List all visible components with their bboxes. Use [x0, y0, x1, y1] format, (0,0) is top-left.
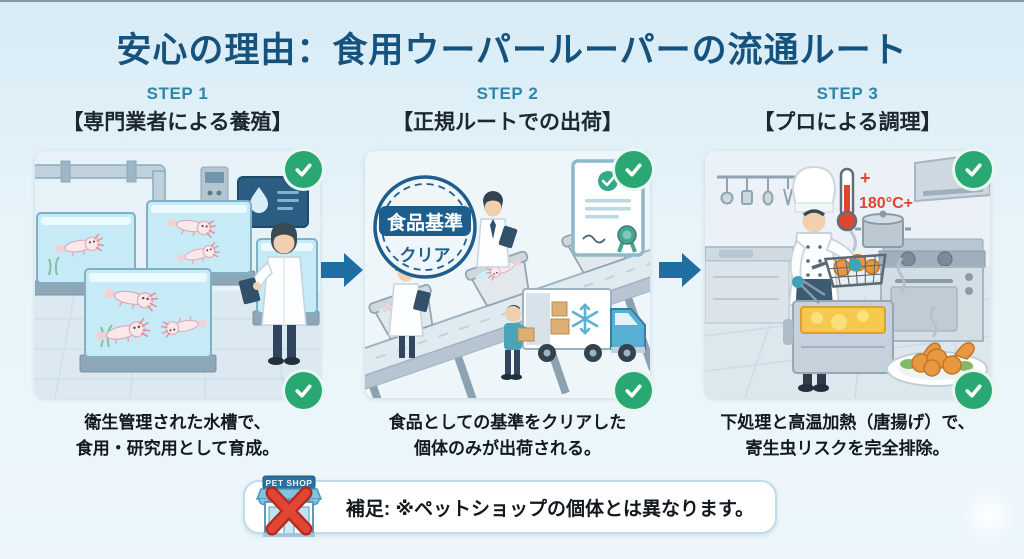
control-box [200, 166, 229, 210]
check-icon [952, 369, 995, 412]
deep-fryer [783, 300, 894, 374]
clipboard [498, 225, 518, 249]
farm-worker [238, 222, 307, 365]
step-2-section: STEP 2 【正規ルートでの出荷】 [365, 84, 655, 462]
step-1-illustration [35, 151, 320, 398]
step-2-heading: 【正規ルートでの出荷】 [392, 111, 623, 134]
utensil-rack [717, 175, 801, 206]
step-1-panel [35, 148, 325, 412]
step-3-caption: 下処理と高温加熱（唐揚げ）で、 寄生虫リスクを完全排除。 [705, 410, 990, 462]
inspector [476, 191, 518, 268]
food-standard-badge: 食品基準 クリア [373, 175, 477, 279]
step-1-section: STEP 1 【専門業者による養殖】 [35, 84, 325, 462]
caption-line: 個体のみが出荷される。 [414, 439, 601, 458]
karaage-plate [886, 342, 988, 387]
caption-line: 食用・研究用として育成。 [75, 439, 280, 458]
clipboard [413, 290, 431, 312]
step-3-panel: + 180°C+ [705, 148, 995, 412]
water-pipes [35, 160, 166, 208]
check-icon [952, 148, 995, 191]
loading-worker [501, 304, 535, 380]
step-2-caption: 食品としての基準をクリアした 個体のみが出荷される。 [365, 410, 650, 462]
pet-shop-icon: PET SHOP [255, 475, 323, 541]
temperature-label: 180°C+ [859, 195, 913, 212]
step-2-label: STEP 2 [476, 84, 539, 103]
cardboard-box [517, 327, 535, 342]
step-3-section: STEP 3 【プロによる調理】 [705, 84, 995, 462]
check-icon [282, 369, 325, 412]
water-quality-monitor [237, 176, 309, 228]
check-icon [282, 148, 325, 191]
shipping-illustration: 食品基準 クリア [365, 151, 650, 398]
sparkle-decoration [962, 486, 1016, 544]
snowflake-icon [571, 303, 599, 335]
refrigerated-truck [522, 288, 646, 362]
step-1-label: STEP 1 [146, 84, 209, 103]
no-petshop-cross-icon [265, 486, 313, 536]
check-icon [612, 369, 655, 412]
step-2-panel: 食品基準 クリア [365, 148, 655, 412]
step-3-label: STEP 3 [816, 84, 879, 103]
step-3-heading: 【プロによる調理】 [753, 111, 942, 134]
pet-shop-sign: PET SHOP [266, 478, 313, 488]
glove [848, 258, 862, 272]
axolotl-farm-illustration [35, 151, 320, 398]
arrow-right-icon [659, 251, 701, 294]
step-1-caption: 衛生管理された水槽で、 食用・研究用として育成。 [35, 410, 320, 462]
temperature-plus: + [860, 168, 871, 188]
arrow-right-icon [321, 251, 363, 294]
page-title: 安心の理由：食用ウーパールーパーの流通ルート [116, 31, 908, 70]
caption-line: 食品としての基準をクリアした [388, 413, 627, 432]
caption-line: 衛生管理された水槽で、 [84, 413, 271, 432]
aquarium-tank [79, 268, 217, 373]
chef-hat [791, 165, 837, 208]
stock-pot [855, 210, 911, 248]
water-drop-icon [250, 187, 268, 213]
thermometer-icon: + 180°C+ [836, 167, 913, 232]
supplement-note: PET SHOP 補足: ※ペットショップの個体とは異なります。 [243, 475, 777, 537]
kitchen-illustration: + 180°C+ [705, 151, 990, 398]
top-edge-line [0, 0, 1024, 2]
step-2-illustration: 食品基準 クリア [365, 151, 650, 398]
caption-line: 下処理と高温加熱（唐揚げ）で、 [720, 413, 975, 432]
step-1-heading: 【専門業者による養殖】 [62, 111, 293, 134]
prep-counter [705, 246, 794, 324]
badge-text-top: 食品基準 [387, 211, 463, 234]
check-icon [612, 148, 655, 191]
supplement-note-text: 補足: ※ペットショップの個体とは異なります。 [345, 498, 755, 520]
badge-text-bottom: クリア [400, 246, 451, 265]
stove [878, 238, 986, 342]
tongs [800, 279, 826, 304]
caption-line: 寄生虫リスクを完全排除。 [745, 439, 950, 458]
step-3-illustration: + 180°C+ [705, 151, 990, 398]
